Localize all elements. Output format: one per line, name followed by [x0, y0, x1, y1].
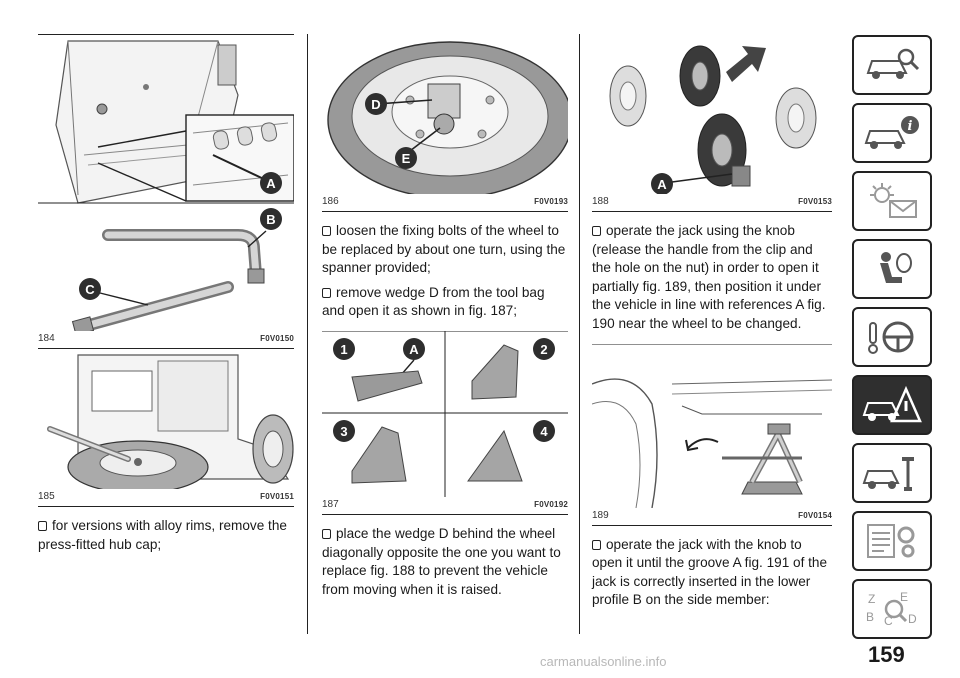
figure-188-illustration: A — [609, 45, 817, 194]
instruction-step: for versions with alloy rims, remove the… — [38, 518, 287, 552]
tab-knowing-vehicle[interactable] — [852, 35, 932, 95]
figure-number: 185 — [38, 491, 55, 502]
figure-186-illustration: D E — [327, 41, 568, 194]
car-emergency-icon — [862, 385, 922, 423]
instruction-step: loosen the fixing bolts of the wheel to … — [322, 223, 566, 276]
column-divider — [579, 34, 580, 634]
svg-text:2: 2 — [540, 342, 547, 357]
figure-code: F0V0193 — [534, 197, 568, 206]
tab-getting-to-know[interactable]: i — [852, 103, 932, 163]
car-search-icon — [866, 48, 920, 79]
svg-text:C: C — [85, 282, 95, 297]
figure-185-illustration — [47, 354, 294, 489]
watermark: carmanualsonline.info — [540, 654, 667, 669]
tab-index[interactable]: Z E B C D — [852, 579, 932, 639]
column-1: A B C 184 F0V0150 — [38, 34, 294, 554]
instruction-step: operate the jack with the knob to open i… — [592, 536, 828, 608]
instruction-step: place the wedge D behind the wheel diago… — [322, 525, 561, 597]
steering-wheel-icon — [868, 321, 914, 354]
svg-text:D: D — [908, 612, 917, 626]
warning-lights-icon — [870, 183, 917, 218]
figure-188: A 188 F0V0153 — [592, 34, 832, 212]
car-maintenance-icon — [862, 457, 914, 491]
figure-code: F0V0153 — [798, 197, 832, 206]
svg-text:C: C — [884, 614, 893, 628]
figure-number: 189 — [592, 509, 609, 521]
figure-189: 189 F0V0154 — [592, 343, 832, 526]
svg-text:i: i — [908, 119, 913, 134]
column-2: D E 186 F0V0193 loosen the fixing bolts … — [322, 34, 568, 599]
checkbox-bullet-icon — [322, 528, 331, 539]
tab-in-an-emergency[interactable] — [852, 375, 932, 435]
chapter-tabs: i — [852, 35, 932, 647]
figure-184-illustration: A B C — [38, 40, 294, 331]
column-3: A 188 F0V0153 operate the jack using the… — [592, 34, 832, 610]
figure-187-illustration: 1 A 2 3 4 — [322, 330, 568, 497]
svg-text:E: E — [402, 151, 411, 166]
checkbox-bullet-icon — [592, 539, 601, 550]
figure-number: 184 — [38, 333, 55, 344]
svg-text:D: D — [371, 97, 380, 112]
checkbox-bullet-icon — [592, 226, 601, 236]
instruction-step: operate the jack using the knob (release… — [592, 223, 826, 331]
figure-code: F0V0151 — [260, 492, 294, 501]
svg-text:A: A — [409, 342, 419, 357]
tab-technical-data[interactable] — [852, 511, 932, 571]
specifications-icon — [867, 524, 915, 558]
svg-text:A: A — [657, 177, 667, 192]
figure-code: F0V0192 — [534, 499, 568, 509]
tab-servicing-care[interactable] — [852, 443, 932, 503]
seat-airbag-icon — [880, 252, 912, 283]
instruction-step: remove wedge D from the tool bag and ope… — [322, 284, 545, 319]
svg-text:B: B — [266, 212, 275, 227]
svg-text:4: 4 — [540, 424, 548, 439]
figure-185: 185 F0V0151 — [38, 349, 294, 507]
svg-text:1: 1 — [340, 342, 347, 357]
page-number: 159 — [868, 642, 905, 667]
tab-safety[interactable] — [852, 239, 932, 299]
figure-number: 186 — [322, 196, 339, 207]
checkbox-bullet-icon — [38, 521, 47, 531]
figure-number: 187 — [322, 498, 339, 510]
figure-code: F0V0150 — [260, 334, 294, 343]
figure-number: 188 — [592, 196, 609, 207]
svg-text:3: 3 — [340, 424, 347, 439]
svg-text:Z: Z — [868, 592, 875, 606]
figure-code: F0V0154 — [798, 510, 832, 520]
figure-187: 1 A 2 3 4 187 F0V0192 — [322, 330, 568, 515]
index-icon: Z E B C D — [866, 590, 917, 628]
figure-189-illustration — [592, 343, 832, 508]
column-divider — [307, 34, 308, 634]
svg-text:B: B — [866, 610, 874, 624]
checkbox-bullet-icon — [322, 287, 331, 298]
car-info-icon: i — [864, 116, 919, 149]
svg-text:A: A — [266, 176, 276, 191]
tab-starting-driving[interactable] — [852, 307, 932, 367]
tab-warning-lights[interactable] — [852, 171, 932, 231]
checkbox-bullet-icon — [322, 226, 331, 236]
figure-186: D E 186 F0V0193 — [322, 34, 568, 212]
svg-text:E: E — [900, 590, 908, 604]
figure-184: A B C 184 F0V0150 — [38, 35, 294, 349]
